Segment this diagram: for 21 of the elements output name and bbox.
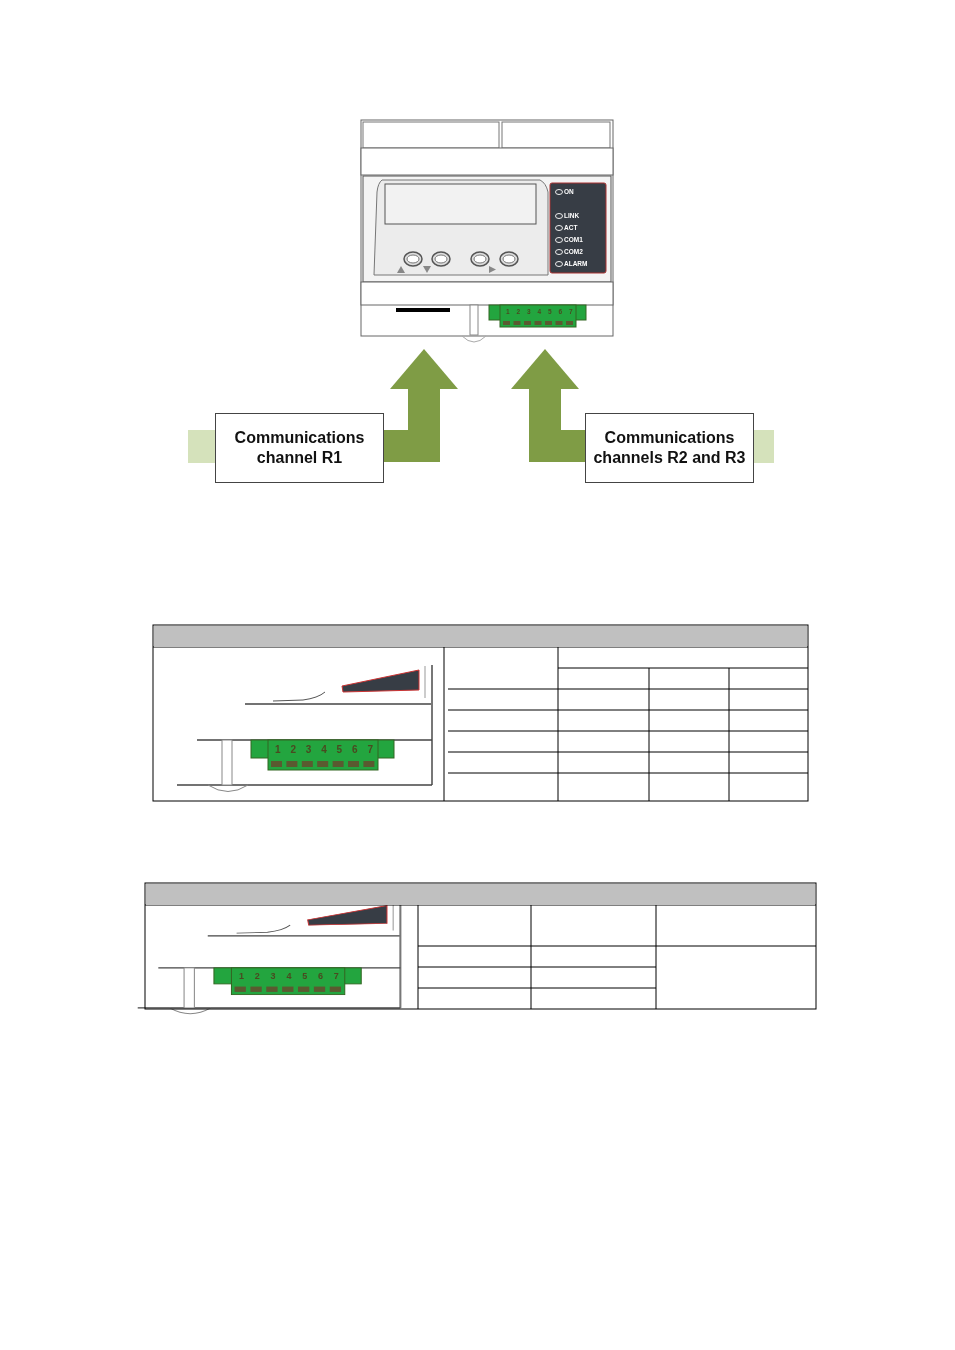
- terminal-number: 1: [239, 972, 244, 981]
- terminal-number: 1: [275, 745, 281, 755]
- device-drawing: [360, 119, 614, 343]
- terminal-number: 5: [302, 972, 308, 981]
- text-box: [215, 413, 384, 483]
- terminal-number: 7: [367, 745, 373, 755]
- terminal-number: 2: [254, 972, 260, 981]
- box-label: Communications channel R1: [233, 428, 366, 468]
- terminal-number: 6: [352, 745, 358, 755]
- terminal-number: 2: [290, 745, 296, 755]
- box-label: Communications channels R2 and R3: [592, 428, 747, 468]
- terminal-number: 5: [336, 745, 343, 755]
- terminal-number: 6: [318, 972, 323, 981]
- terminal-number: 3: [305, 745, 312, 755]
- arrow: [511, 349, 585, 462]
- terminal-number: 3: [270, 972, 276, 981]
- terminal-number: 4: [286, 972, 292, 981]
- terminal-number: 4: [321, 745, 327, 755]
- arrow: [384, 349, 458, 462]
- terminal-number: 7: [333, 972, 339, 981]
- text-box: [585, 413, 754, 483]
